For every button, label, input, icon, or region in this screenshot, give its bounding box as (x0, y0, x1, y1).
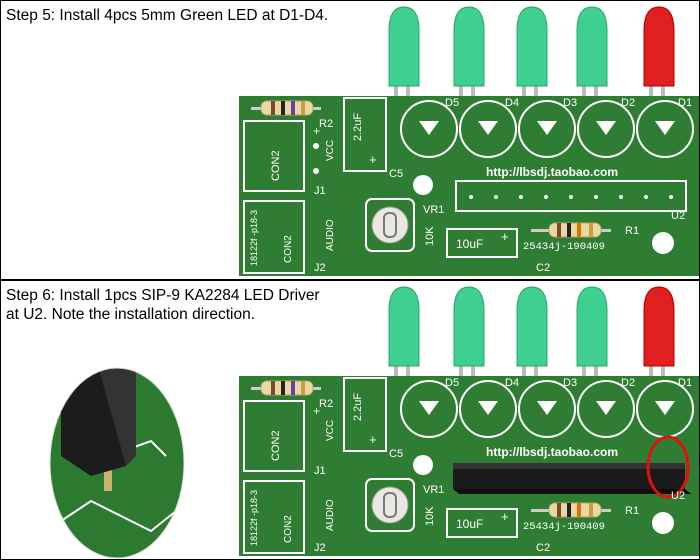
svg-text:+: + (369, 152, 377, 167)
label-d4: D4 (505, 97, 519, 109)
ic-closeup-photo (50, 368, 184, 558)
svg-text:J1: J1 (314, 465, 326, 477)
led-row (388, 6, 675, 96)
pcb-illustration-step6: D5 D4 D3 D2 D1 R2 VCC CON2 J1 + 2.2uF + … (49, 286, 699, 559)
step-6-panel: Step 6: Install 1pcs SIP-9 KA2284 LED Dr… (0, 280, 700, 560)
svg-text:+: + (313, 124, 320, 138)
direction-highlight-circle (646, 435, 690, 499)
led-d3 (516, 6, 548, 96)
label-vr1: VR1 (423, 204, 444, 216)
label-part-no: 18122f -p18-3 (249, 210, 259, 266)
svg-text:R1: R1 (625, 505, 639, 517)
svg-text:+: + (501, 509, 509, 524)
svg-text:VCC: VCC (325, 420, 336, 441)
step-5-panel: Step 5: Install 4pcs 5mm Green LED at D1… (0, 0, 700, 280)
label-u2: U2 (671, 210, 685, 222)
svg-text:CON2: CON2 (283, 515, 294, 543)
svg-text:J2: J2 (314, 542, 326, 554)
pcb-board (239, 96, 699, 276)
svg-text:CON2: CON2 (270, 430, 282, 461)
svg-text:C5: C5 (389, 448, 403, 460)
step-6-caption: Step 6: Install 1pcs SIP-9 KA2284 LED Dr… (6, 287, 320, 323)
svg-text:http://lbsdj.taobao.com: http://lbsdj.taobao.com (486, 445, 618, 459)
svg-text:25434j-190409: 25434j-190409 (523, 521, 605, 533)
label-r2: R2 (319, 118, 333, 130)
label-j2: J2 (314, 262, 326, 274)
led-d1 (643, 6, 675, 96)
svg-text:10uF: 10uF (456, 517, 483, 531)
svg-text:D2: D2 (621, 377, 635, 389)
resistor-r1 (531, 222, 611, 238)
label-r1: R1 (625, 225, 639, 237)
svg-text:+: + (313, 404, 320, 418)
label-cap-10uf: 10uF (456, 237, 483, 251)
svg-text:D4: D4 (505, 377, 519, 389)
svg-text:D3: D3 (563, 377, 577, 389)
label-j1: J1 (314, 185, 326, 197)
label-pot-10k: 10K (424, 226, 436, 246)
svg-text:2.2uF: 2.2uF (352, 393, 364, 421)
svg-text:R2: R2 (319, 398, 333, 410)
label-con2-j1: CON2 (270, 150, 282, 181)
led-d5 (388, 6, 420, 96)
svg-text:D5: D5 (445, 377, 459, 389)
ic-ka2284 (453, 463, 691, 494)
label-c5: C5 (389, 168, 403, 180)
svg-text:+: + (501, 229, 509, 244)
label-c2: C2 (536, 262, 550, 274)
svg-text:+: + (369, 432, 377, 447)
label-vcc: VCC (325, 140, 336, 161)
svg-text:VR1: VR1 (423, 484, 444, 496)
label-d3: D3 (563, 97, 577, 109)
led-d2 (576, 6, 608, 96)
svg-text:AUDIO: AUDIO (325, 499, 336, 531)
svg-text:D1: D1 (678, 377, 692, 389)
label-d5: D5 (445, 97, 459, 109)
label-d1: D1 (678, 97, 692, 109)
label-audio: AUDIO (325, 219, 336, 251)
pcb-illustration-step5: D5 D4 D3 D2 D1 R2 VCC CON2 J1 + 2.2uF + … (239, 6, 699, 276)
svg-text:10K: 10K (424, 506, 436, 526)
label-board-code: 25434j-190409 (523, 241, 605, 253)
svg-text:CON2: CON2 (283, 235, 294, 263)
svg-text:C2: C2 (536, 542, 550, 554)
svg-text:U2: U2 (671, 490, 685, 502)
label-d2: D2 (621, 97, 635, 109)
label-cap-2-2uf: 2.2uF (352, 113, 364, 141)
led-row (388, 286, 675, 376)
led-d4 (453, 6, 485, 96)
label-url: http://lbsdj.taobao.com (486, 165, 618, 179)
svg-text:18122f -p18-3: 18122f -p18-3 (249, 490, 259, 546)
step-5-caption: Step 5: Install 4pcs 5mm Green LED at D1… (6, 7, 329, 24)
resistor-r2 (251, 100, 321, 116)
